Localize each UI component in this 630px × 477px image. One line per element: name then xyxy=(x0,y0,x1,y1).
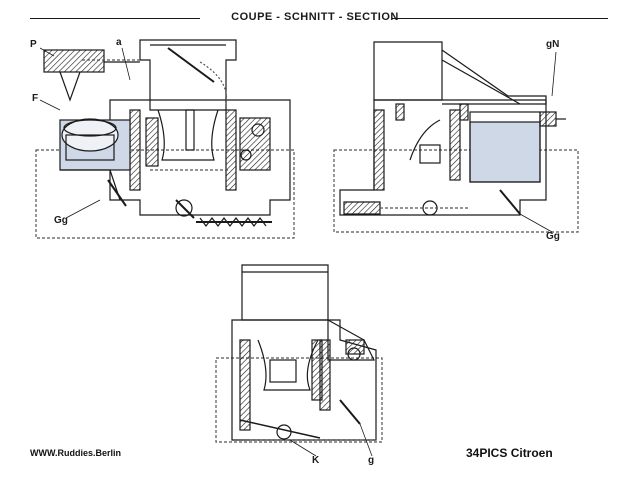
callout-F: F xyxy=(32,93,39,104)
outline-bottom xyxy=(215,357,383,443)
needle-valve xyxy=(43,49,105,73)
model-text: 34PICS Citroen xyxy=(466,446,553,460)
choke-flap xyxy=(167,47,215,83)
callout-a: a xyxy=(116,37,122,48)
fuel-level-right xyxy=(469,121,541,183)
callout-g: g xyxy=(368,455,375,466)
section-drawing-bottom xyxy=(215,264,383,443)
carb-body-bottom xyxy=(231,319,377,441)
carb-body-right xyxy=(339,99,547,216)
header-rule-right xyxy=(392,18,608,19)
callout-Gg-right: Gg xyxy=(546,231,560,242)
throttle-spindle-left xyxy=(175,199,193,217)
callout-gN: gN xyxy=(546,39,560,50)
float-chamber-outline-left xyxy=(35,149,295,239)
throttle-spindle-bottom xyxy=(276,424,292,440)
website-text: WWW.Ruddies.Berlin xyxy=(30,448,121,458)
callout-leaders xyxy=(39,47,557,457)
callout-P: P xyxy=(30,39,37,50)
callout-Gg-left: Gg xyxy=(54,215,68,226)
section-drawing-left xyxy=(35,39,295,239)
section-drawing-right xyxy=(333,41,579,233)
header-rule-left xyxy=(30,18,200,19)
callout-K: K xyxy=(312,455,320,466)
page-title: COUPE - SCHNITT - SECTION xyxy=(231,11,399,23)
